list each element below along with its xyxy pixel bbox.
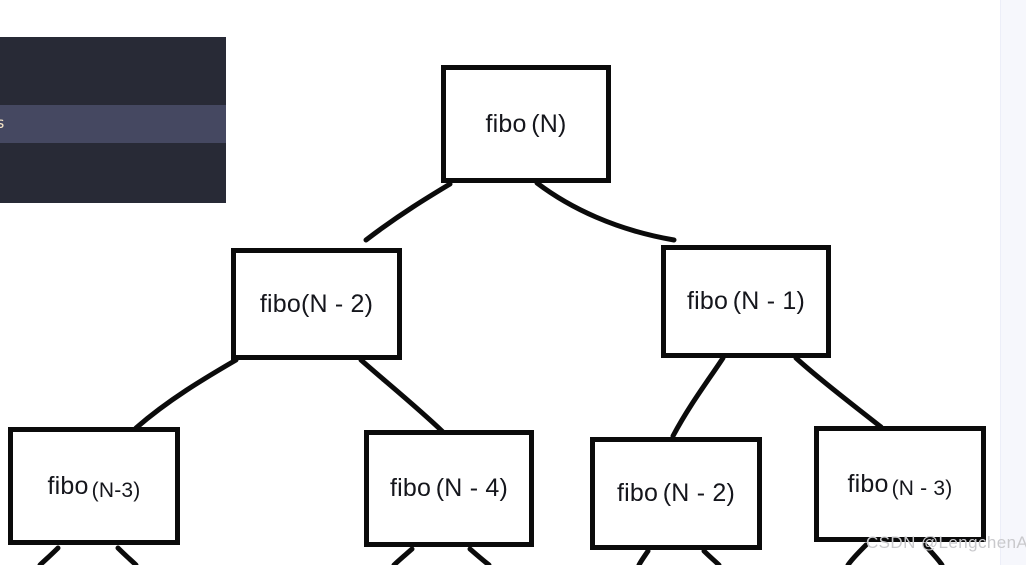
editor-row-1[interactable]: [0, 37, 226, 105]
stub-l2a-right: [115, 545, 139, 565]
stub-l2a-left: [37, 545, 61, 565]
node-label-arg: (N - 4): [435, 474, 508, 502]
tree-node-fibo-n-minus-3-left[interactable]: fibo(N-3): [8, 427, 180, 545]
edge-root-to-l1: [363, 181, 453, 243]
stub-r2b-right: [922, 542, 945, 565]
node-label-arg: (N - 2): [300, 289, 374, 318]
stub-l2b-right: [467, 546, 492, 565]
right-panel-strip: [1000, 0, 1026, 565]
node-label-main: fibo: [259, 289, 301, 318]
node-label-arg: (N - 3): [891, 476, 953, 500]
node-label-main: fibo: [485, 109, 527, 138]
tree-node-fibo-n-minus-1[interactable]: fibo (N - 1): [661, 245, 831, 358]
node-label-main: fibo: [617, 479, 659, 507]
node-label-arg: (N - 2): [662, 479, 735, 507]
tree-node-fibo-n-minus-2-level2[interactable]: fibo (N - 2): [590, 437, 762, 550]
edge-root-to-r1: [534, 180, 677, 243]
tree-node-label: fibo (N): [485, 110, 566, 139]
tree-node-fibo-n-minus-4[interactable]: fibo (N - 4): [364, 430, 534, 547]
edge-r1-to-r2a: [670, 355, 726, 439]
node-label-arg: (N - 1): [732, 287, 805, 315]
tree-node-label: fibo(N-3): [47, 471, 141, 502]
tree-node-fibo-n[interactable]: fibo (N): [441, 65, 611, 183]
tree-node-label: fibo(N - 2): [260, 290, 373, 319]
edge-l1-to-l2b: [358, 357, 446, 435]
editor-row-text: s: [0, 114, 6, 132]
node-label-main: fibo: [847, 469, 889, 498]
edge-r1-to-r2b: [793, 355, 884, 430]
tree-node-fibo-n-minus-2-level1[interactable]: fibo(N - 2): [231, 248, 402, 360]
node-label-main: fibo: [47, 471, 89, 500]
tree-node-label: fibo(N - 3): [847, 469, 953, 500]
node-label-main: fibo: [687, 287, 729, 315]
tree-node-label: fibo (N - 4): [390, 474, 508, 503]
edge-l1-to-l2a: [133, 357, 239, 431]
editor-row-highlighted[interactable]: s: [0, 105, 226, 143]
tree-node-fibo-n-minus-3-right[interactable]: fibo(N - 3): [814, 426, 986, 542]
stub-r2a-left: [636, 548, 651, 565]
stub-r2b-left: [845, 542, 869, 565]
node-label-arg: (N): [531, 109, 567, 138]
node-label-main: fibo: [390, 474, 432, 502]
tree-node-label: fibo (N - 2): [617, 479, 735, 508]
stub-l2b-left: [391, 546, 415, 565]
editor-panel-fragment[interactable]: s: [0, 37, 226, 203]
editor-row-3[interactable]: [0, 143, 226, 203]
tree-node-label: fibo (N - 1): [687, 287, 805, 316]
node-label-arg: (N-3): [91, 478, 141, 502]
stub-r2a-right: [701, 548, 722, 565]
